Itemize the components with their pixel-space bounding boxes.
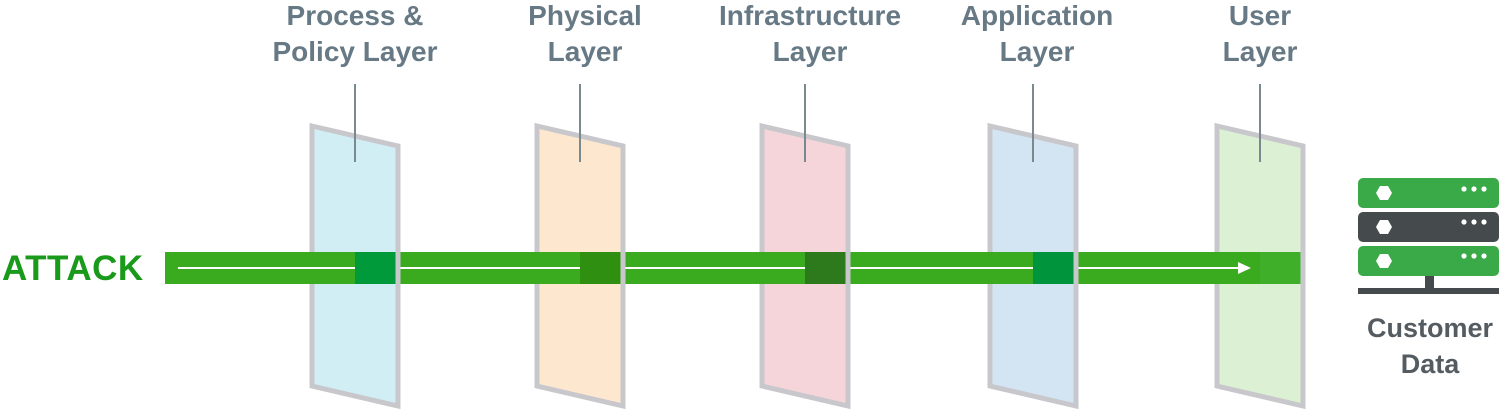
layer-label-line: User — [1228, 0, 1292, 31]
server-base — [1358, 288, 1499, 294]
server-dot — [1481, 219, 1487, 225]
server-dot — [1461, 219, 1467, 225]
server-hex-light-icon — [1376, 254, 1392, 268]
layer-label-line: Process & — [286, 0, 424, 31]
layer-label-process-policy: Process & Policy Layer — [245, 0, 465, 70]
server-hex-light-icon — [1376, 186, 1392, 200]
server-dot — [1461, 253, 1467, 259]
layer-panel-infrastructure — [759, 84, 851, 410]
attack-overlap-infrastructure — [805, 252, 848, 284]
layer-label-line: Layer — [547, 36, 623, 67]
layer-panel-physical — [534, 84, 626, 410]
layer-panel-user — [1214, 84, 1306, 410]
layer-label-infrastructure: Infrastructure Layer — [700, 0, 920, 70]
layer-label-application: Application Layer — [927, 0, 1147, 70]
layer-panel-process-policy — [309, 84, 401, 410]
attack-overlap-process-policy — [355, 252, 398, 284]
layer-panel-application — [987, 84, 1079, 410]
layer-overlaps — [355, 252, 1303, 284]
layer-label-line: Infrastructure — [718, 0, 902, 31]
customer-data-label: Customer Data — [1350, 310, 1500, 382]
server-icon — [1358, 178, 1499, 294]
server-hex-light-icon — [1376, 220, 1392, 234]
layer-panels — [309, 84, 1306, 410]
attack-bar — [165, 252, 1261, 284]
server-unit-top — [1358, 178, 1499, 208]
server-dot — [1461, 186, 1467, 192]
layer-label-line: Layer — [772, 36, 848, 67]
server-dot — [1481, 186, 1487, 192]
attack-overlap-application — [1033, 252, 1076, 284]
attack-overlap-physical — [580, 252, 623, 284]
layer-label-line: Application — [960, 0, 1114, 31]
server-dot — [1471, 186, 1477, 192]
panel-front-edges — [395, 250, 1306, 286]
server-dot — [1471, 219, 1477, 225]
layer-label-line: Physical — [528, 0, 642, 31]
layer-label-user: User Layer — [1150, 0, 1370, 70]
customer-data-line: Customer — [1366, 313, 1494, 343]
server-dot — [1471, 253, 1477, 259]
attack-arrow-head — [1238, 262, 1251, 274]
layer-label-physical: Physical Layer — [475, 0, 695, 70]
attack-label: ATTACK — [2, 249, 144, 288]
server-stand — [1425, 276, 1434, 290]
customer-data-line: Data — [1400, 349, 1460, 379]
attack-overlap-user — [1260, 252, 1303, 284]
layer-label-line: Policy Layer — [272, 36, 438, 67]
layer-label-line: Layer — [1222, 36, 1298, 67]
server-dot — [1481, 253, 1487, 259]
layer-label-line: Layer — [999, 36, 1075, 67]
